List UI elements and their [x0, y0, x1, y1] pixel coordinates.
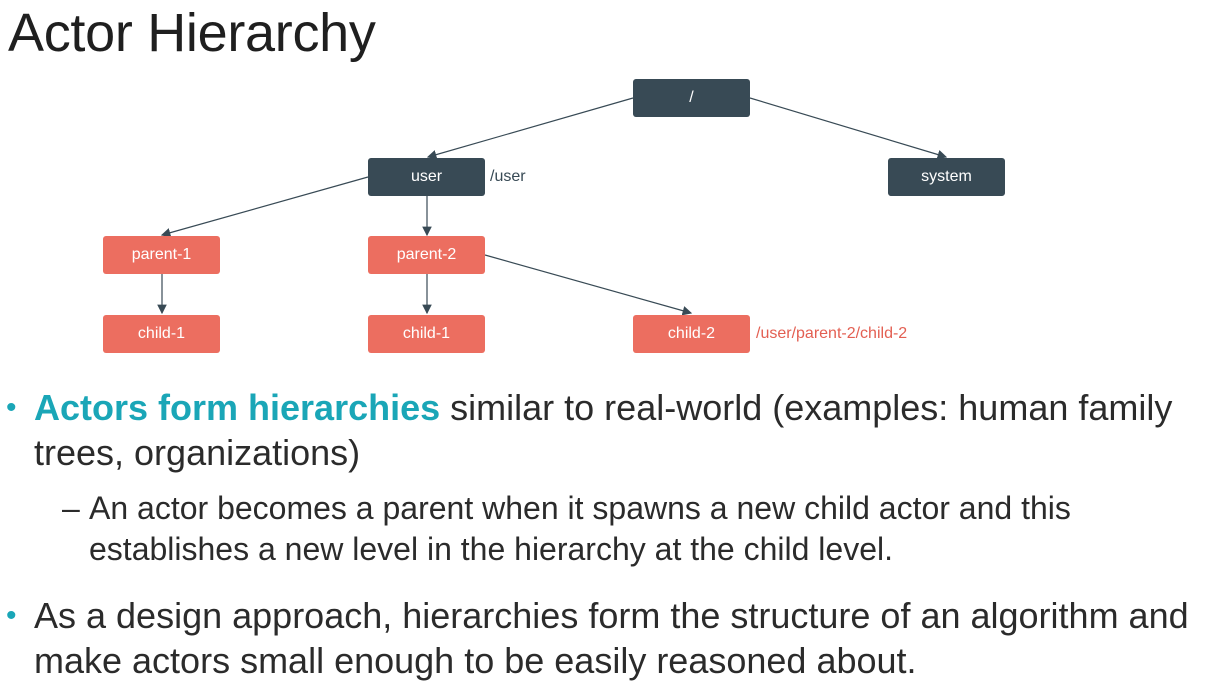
node-child-2: child-2 [633, 315, 750, 353]
actor-hierarchy-diagram: / user /user system parent-1 parent-2 ch… [103, 79, 1005, 353]
bullet-marker: • [6, 391, 17, 424]
edge-root-system [749, 97, 948, 160]
slide-title: Actor Hierarchy [8, 3, 376, 63]
node-child-1-of-parent-1: child-1 [103, 315, 220, 353]
edge-user-parent1 [160, 176, 369, 238]
path-label-user: /user [490, 168, 526, 185]
node-user: user [368, 158, 485, 196]
diagram-edges [157, 97, 948, 316]
path-label-child-2: /user/parent-2/child-2 [756, 325, 908, 342]
node-root: / [633, 79, 750, 117]
node-parent-1: parent-1 [103, 236, 220, 274]
sub-bullet-1: An actor becomes a parent when it spawns… [89, 490, 1071, 567]
edge-root-user [426, 97, 634, 160]
bullet-1: Actors form hierarchies similar to real-… [34, 385, 1214, 475]
bullet-1-text: similar to real-world (examples: human f… [34, 387, 1173, 473]
node-parent-2: parent-2 [368, 236, 485, 274]
edge-parent2-child2 [484, 254, 693, 316]
bullet-marker: • [6, 599, 17, 632]
bullet-2: As a design approach, hierarchies form t… [34, 595, 1189, 681]
bullet-1-highlight: Actors form hierarchies [34, 387, 441, 428]
node-system: system [888, 158, 1005, 196]
sub-bullet-marker: – [62, 490, 80, 526]
node-child-1-of-parent-2: child-1 [368, 315, 485, 353]
